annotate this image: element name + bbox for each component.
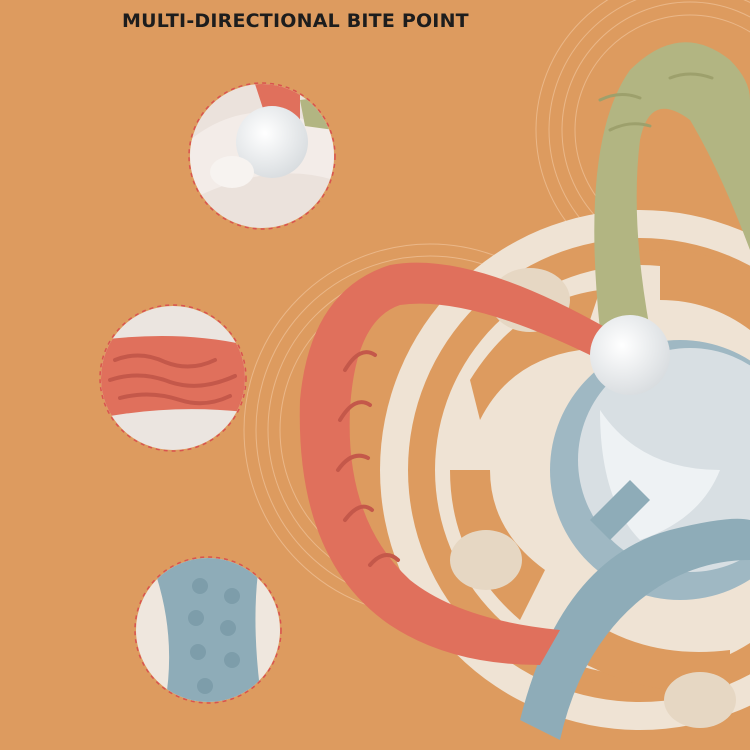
- coral-ring: [299, 262, 610, 665]
- coral-texture: [336, 350, 400, 567]
- olive-texture: [598, 72, 714, 132]
- headline: MULTI-DIRECTIONAL BITE POINT: [122, 10, 469, 32]
- detail-circle-wavy-texture: [99, 304, 247, 452]
- blue-ring: [520, 518, 750, 740]
- detail-circle-dot-texture: [134, 556, 282, 704]
- center-bead: [590, 315, 670, 395]
- olive-ring: [594, 42, 750, 330]
- blue-spoke: [590, 480, 650, 540]
- detail-circle-center-bead: [188, 82, 336, 230]
